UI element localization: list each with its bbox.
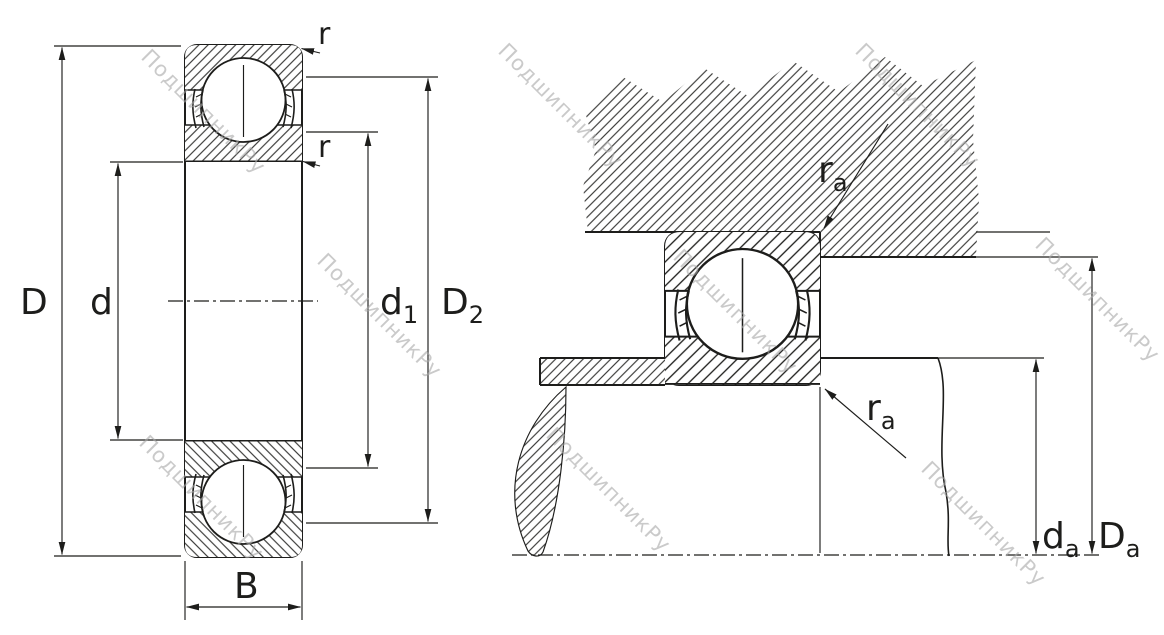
dim-Da: Da <box>1088 258 1140 563</box>
watermark-text: ПодшипникРу <box>916 457 1050 591</box>
dim-label-B: B <box>234 566 259 607</box>
shaft-break-line <box>937 357 950 557</box>
dim-label-d1: d1 <box>380 282 418 329</box>
dim-d1: d1 <box>306 131 418 469</box>
dim-d: d <box>90 161 183 441</box>
fillet-annotation-housing: ra <box>818 123 889 229</box>
right-view: ra ra da Da <box>512 57 1140 563</box>
dim-da: da <box>1032 359 1080 563</box>
dim-label-da: da <box>1042 516 1080 563</box>
watermark-text: ПодшипникРу <box>312 249 446 383</box>
radius-label-side: r <box>318 130 331 165</box>
watermark-text: ПодшипникРу <box>541 423 675 557</box>
shaft-shoulder-left-hatch <box>540 358 665 385</box>
radius-annotation-top: r <box>301 17 331 55</box>
dim-label-D2: D2 <box>441 282 484 329</box>
dim-label-Da: Da <box>1098 516 1140 563</box>
radius-annotation-side: r <box>302 130 331 168</box>
fillet-label-shaft: ra <box>866 388 896 435</box>
fillet-label-housing: ra <box>818 150 848 197</box>
radius-label-top: r <box>318 17 331 52</box>
shaft-break-section <box>514 385 567 557</box>
dim-D: D <box>20 45 181 557</box>
dim-B: B <box>184 561 303 620</box>
dim-label-d: d <box>90 282 113 323</box>
dim-D2: D2 <box>306 76 484 524</box>
shaft <box>514 357 1044 557</box>
fillet-annotation-shaft: ra <box>824 388 907 459</box>
dim-label-D: D <box>20 282 48 323</box>
housing-hatch <box>583 57 979 257</box>
left-view: D d d1 D2 B <box>20 17 484 620</box>
watermark-text: ПодшипникРу <box>1030 233 1164 367</box>
